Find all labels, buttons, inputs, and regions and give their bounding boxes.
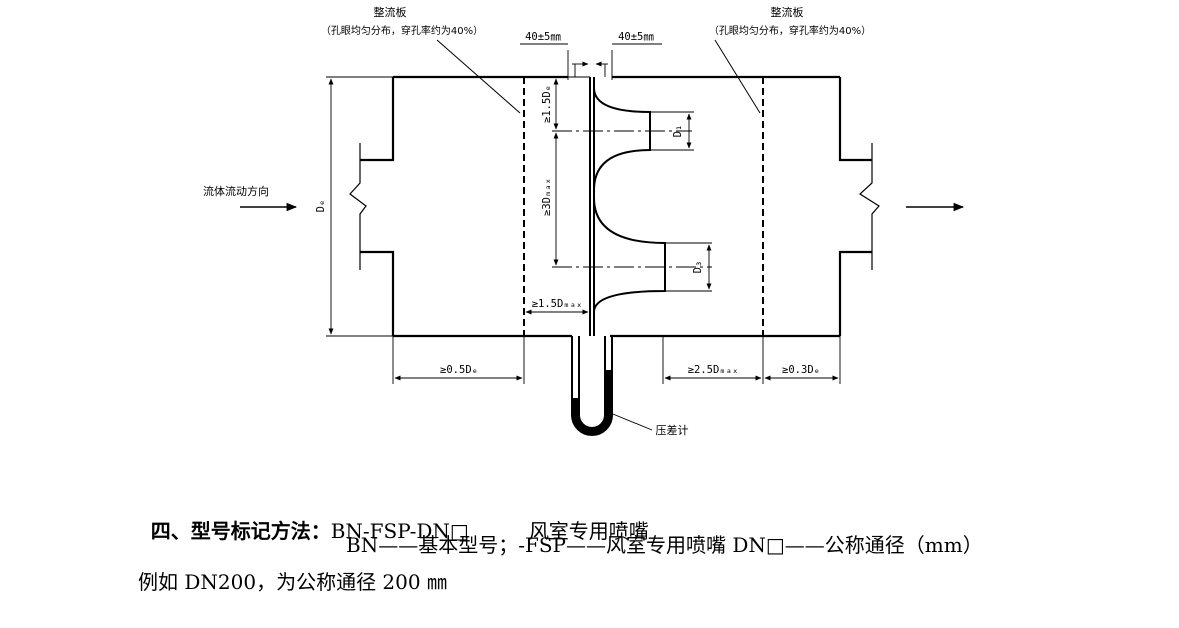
model-code: BN-FSP-DN□	[330, 519, 469, 543]
de-label: Dₑ	[315, 200, 327, 213]
d3-dimension	[665, 242, 712, 292]
bottom-0-5de-label: ≥0.5Dₑ	[440, 364, 478, 376]
d1-label: D₁	[672, 125, 684, 138]
d3-label: D₃	[692, 261, 704, 274]
section-heading: 四、型号标记方法：	[150, 519, 331, 543]
plate-right-note: （孔眼均匀分布，穿孔率约为40%）	[709, 24, 871, 37]
nozzle-lower	[593, 197, 666, 313]
nozzle-plate	[589, 77, 595, 336]
model-explanation: BN——基本型号；-FSP——风室专用喷嘴 DN□——公称通径（mm）	[346, 533, 983, 557]
manometer-leader	[607, 411, 653, 431]
downstream-1-5dmax-label: ≥1.5Dₘₐₓ	[532, 298, 583, 310]
nozzle-test-chamber-diagram: 整流板 （孔眼均匀分布，穿孔率约为40%） 整流板 （孔眼均匀分布，穿孔率约为4…	[203, 5, 965, 437]
model-example: 例如 DN200，为公称通径 200 ㎜	[138, 570, 447, 594]
de-dimension	[326, 76, 393, 337]
gap-left-label: 40±5㎜	[525, 31, 561, 43]
plate-right-leader	[714, 39, 761, 114]
tap-spacing-dims	[520, 43, 662, 80]
plate-left-label: 整流板	[374, 5, 407, 19]
d1-dimension	[650, 111, 694, 151]
model-marking-line: 四、型号标记方法：BN-FSP-DN□ 风室专用喷嘴	[138, 492, 649, 544]
model-name: 风室专用喷嘴	[528, 519, 649, 543]
chamber-outline	[360, 75, 872, 338]
plate-left-note: （孔眼均匀分布，穿孔率约为40%）	[321, 24, 483, 37]
plate-left-leader	[436, 39, 521, 114]
bottom-2-5dmax-label: ≥2.5Dₘₐₓ	[688, 364, 739, 376]
upstream-1-5de-label: ≥1.5Dₑ	[541, 85, 553, 123]
bottom-0-3de-label: ≥0.3Dₑ	[782, 364, 820, 376]
manometer-label: 压差计	[656, 423, 689, 437]
inlet-break	[349, 143, 367, 270]
upstream-distance-dims	[550, 76, 590, 266]
gap-right-label: 40±5㎜	[618, 31, 654, 43]
nozzle-upper	[593, 87, 651, 191]
bottom-dimensions	[392, 336, 841, 384]
upstream-3dmax-label: ≥3Dₘₐₓ	[541, 178, 553, 216]
manometer-fluid	[572, 370, 612, 435]
plate-right-label: 整流板	[771, 5, 804, 19]
outlet-break	[859, 143, 880, 270]
flow-direction-label: 流体流动方向	[203, 184, 269, 198]
